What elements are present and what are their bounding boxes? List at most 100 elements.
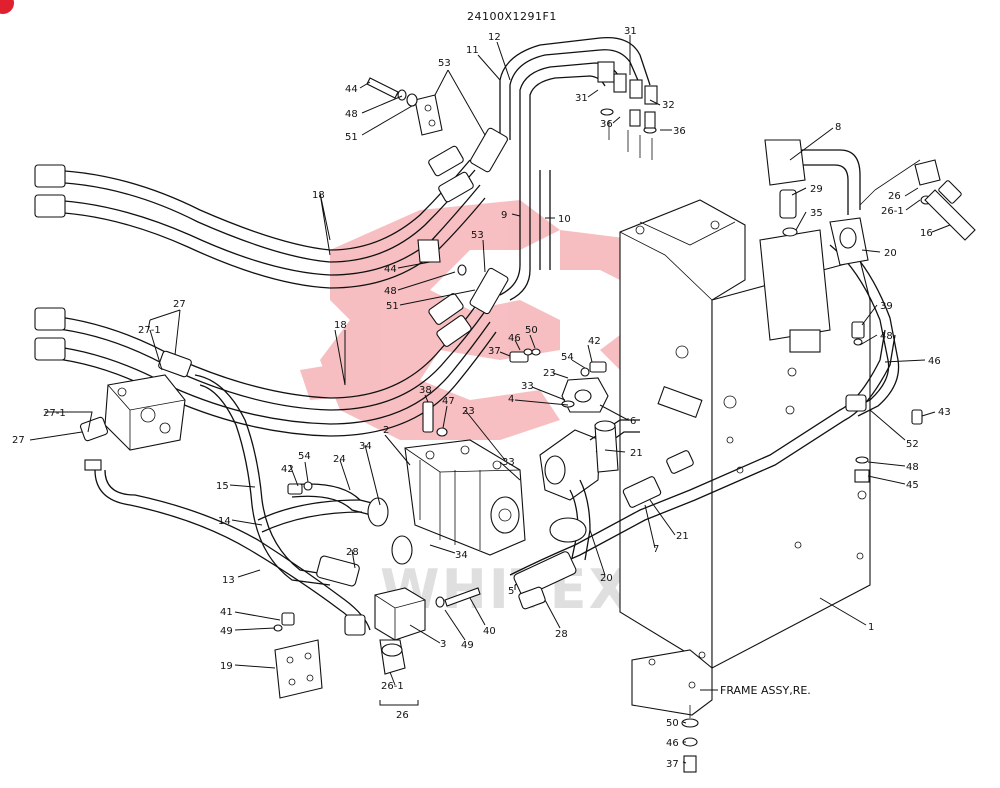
- callout-42-left: 42: [281, 464, 294, 475]
- callout-33-lower: 33: [502, 457, 515, 468]
- callout-40: 40: [483, 626, 496, 637]
- bolts-lower: [273, 587, 481, 632]
- callout-46-mid: 46: [508, 333, 521, 344]
- callout-21-lower: 21: [676, 531, 689, 542]
- frame-assy-label: FRAME ASSY,RE.: [720, 684, 811, 697]
- callout-31-top: 31: [624, 26, 637, 37]
- callout-48-lower: 48: [384, 286, 397, 297]
- callout-8: 8: [835, 122, 841, 133]
- callout-34-lower: 34: [455, 550, 468, 561]
- callout-23-upper: 23: [543, 368, 556, 379]
- bottom-fastener-stack: [681, 705, 699, 773]
- valve-27: [79, 350, 192, 471]
- callout-53-upper: 53: [438, 58, 451, 69]
- pipes-center: [509, 329, 896, 610]
- bolt-44-upper: [366, 77, 418, 107]
- tank-body: [619, 199, 871, 669]
- hose-18-lower: [34, 293, 497, 437]
- callout-35: 35: [810, 208, 823, 219]
- callout-26-lower: 26: [396, 710, 409, 721]
- callout-18-lower: 18: [334, 320, 347, 331]
- callout-49-mid: 49: [461, 640, 474, 651]
- callout-12: 12: [488, 32, 501, 43]
- callout-29: 29: [810, 184, 823, 195]
- drawing-number: 24100X1291F1: [467, 10, 557, 23]
- callout-41: 41: [220, 607, 233, 618]
- callout-14: 14: [218, 516, 231, 527]
- callout-18-upper: 18: [312, 190, 325, 201]
- callout-21-upper: 21: [630, 448, 643, 459]
- callout-1: 1: [868, 622, 874, 633]
- callout-27-1-left: 27-1: [43, 408, 66, 419]
- hoses-13-14-15: [94, 374, 371, 636]
- callout-47: 47: [442, 396, 455, 407]
- callout-11: 11: [466, 45, 479, 56]
- callout-51-upper: 51: [345, 132, 358, 143]
- callout-6: 6: [630, 416, 636, 427]
- callout-28-right: 28: [555, 629, 568, 640]
- callout-15: 15: [216, 481, 229, 492]
- callout-51-lower: 51: [386, 301, 399, 312]
- callout-2: 2: [383, 425, 389, 436]
- callout-28-left: 28: [346, 547, 359, 558]
- tubes-9-10-11-12: [499, 36, 651, 301]
- callout-10: 10: [558, 214, 571, 225]
- hose-18-upper: [34, 145, 486, 289]
- callout-38: 38: [419, 385, 432, 396]
- callout-44-lower: 44: [384, 264, 397, 275]
- top-fittings-cluster: [597, 61, 658, 160]
- callout-9: 9: [501, 210, 507, 221]
- callout-50-mid: 50: [525, 325, 538, 336]
- corner-badge-icon: [0, 0, 14, 14]
- callout-26-1-lower: 26-1: [381, 681, 404, 692]
- callout-34-upper: 34: [359, 441, 372, 452]
- callout-48-upper: 48: [345, 109, 358, 120]
- callout-49-left: 49: [220, 626, 233, 637]
- callout-33-upper: 33: [521, 381, 534, 392]
- callout-43: 43: [938, 407, 951, 418]
- callout-46-bottom: 46: [666, 738, 679, 749]
- hose-8: [764, 139, 869, 266]
- callout-16: 16: [920, 228, 933, 239]
- callout-46-right: 46: [928, 356, 941, 367]
- callout-3: 3: [440, 639, 446, 650]
- callout-39: 39: [880, 301, 893, 312]
- callout-26-1-top: 26-1: [881, 206, 904, 217]
- part-16-fitting: [859, 159, 976, 241]
- callout-31-left: 31: [575, 93, 588, 104]
- callout-54-left: 54: [298, 451, 311, 462]
- callout-53-lower: 53: [471, 230, 484, 241]
- bracket-19: [274, 639, 323, 699]
- callout-7: 7: [653, 544, 659, 555]
- callout-48-low: 48: [906, 462, 919, 473]
- leader-lines: [29, 35, 951, 764]
- callout-37-mid: 37: [488, 346, 501, 357]
- bolts-pump: [287, 321, 923, 495]
- callout-50-bottom: 50: [666, 718, 679, 729]
- callout-20-lower: 20: [600, 573, 613, 584]
- callout-37-bottom: 37: [666, 759, 679, 770]
- callout-32: 32: [662, 100, 675, 111]
- hydraulic-pump: [404, 439, 526, 556]
- callout-4: 4: [508, 394, 514, 405]
- frame-bracket: [631, 649, 713, 716]
- callout-44-upper: 44: [345, 84, 358, 95]
- callout-48-right: 48: [880, 331, 893, 342]
- callout-20-top: 20: [884, 248, 897, 259]
- callout-labels: 31 12 11 53 44 48 51 31 32 36 36 8 29 35…: [12, 26, 951, 770]
- block-3: [374, 587, 426, 675]
- callout-24: 24: [333, 454, 346, 465]
- callout-36-left: 36: [600, 119, 613, 130]
- callout-42-mid: 42: [588, 336, 601, 347]
- callout-52: 52: [906, 439, 919, 450]
- callout-27-top: 27: [173, 299, 186, 310]
- callout-19: 19: [220, 661, 233, 672]
- callout-26-top: 26: [888, 191, 901, 202]
- callout-45: 45: [906, 480, 919, 491]
- callout-23-lower: 23: [462, 406, 475, 417]
- callout-5: 5: [508, 586, 514, 597]
- callout-27-left: 27: [12, 435, 25, 446]
- callout-54-mid: 54: [561, 352, 574, 363]
- callout-27-1-top: 27-1: [138, 325, 161, 336]
